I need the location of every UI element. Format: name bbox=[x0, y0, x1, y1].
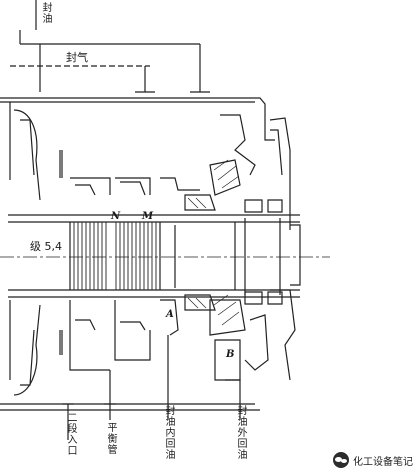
balance-pipe-label: 平衡管 bbox=[105, 422, 116, 455]
stage-label: 级 5,4 bbox=[28, 240, 64, 253]
seal-gas-label: 封气 bbox=[66, 51, 88, 64]
seal-ring-hatching bbox=[187, 159, 240, 326]
labyrinth-seals bbox=[73, 222, 157, 290]
label-a: A bbox=[166, 309, 174, 320]
label-b: B bbox=[226, 349, 235, 360]
wechat-icon bbox=[333, 452, 349, 468]
oil-seal-outer-return-label: 封油外回油 bbox=[235, 405, 246, 460]
label-m: M bbox=[142, 211, 154, 222]
watermark-text: 化工设备笔记 bbox=[353, 456, 413, 468]
watermark: 化工设备笔记 bbox=[333, 452, 413, 468]
oil-seal-top-label: 封油 bbox=[40, 2, 51, 24]
oil-seal-inner-return-label: 封油内回油 bbox=[163, 405, 174, 460]
stage-2-inlet-label: 二段入口 bbox=[65, 412, 76, 456]
rotor-shaft bbox=[8, 214, 301, 298]
label-n: N bbox=[111, 211, 121, 222]
bottom-leader-lines bbox=[62, 335, 241, 440]
top-leader-lines bbox=[10, 0, 210, 93]
casing-bottom bbox=[0, 289, 296, 411]
casing-top bbox=[0, 97, 291, 230]
